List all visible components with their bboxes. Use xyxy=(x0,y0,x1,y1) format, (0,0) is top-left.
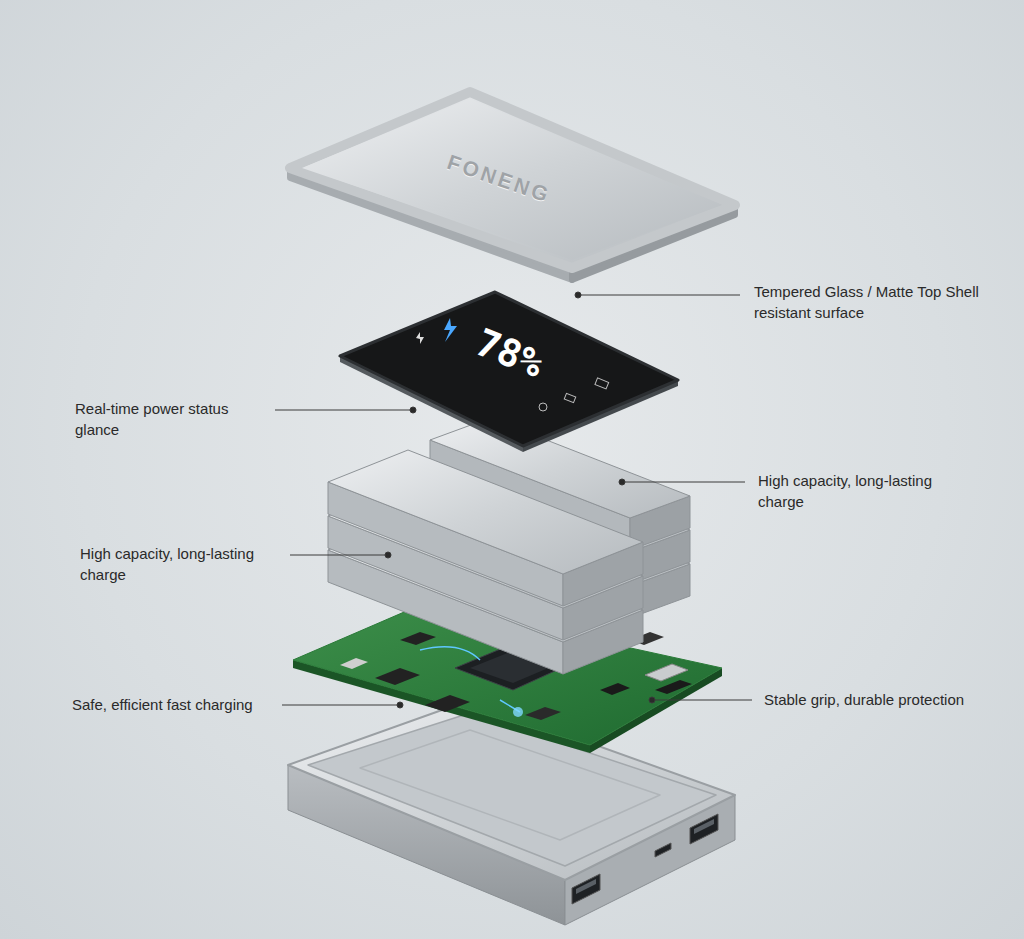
callout-text: Stable grip, durable protection xyxy=(764,689,964,710)
callout-text: High capacity, long-lasting charge xyxy=(758,470,963,512)
callout-text: Tempered Glass / Matte Top Shell resista… xyxy=(754,281,1004,323)
top-shell xyxy=(290,92,735,280)
callout-text: High capacity, long-lasting charge xyxy=(80,543,285,585)
bottom-case xyxy=(288,700,735,925)
callout-text: Real-time power status glance xyxy=(75,398,260,440)
callout-text: Safe, efficient fast charging xyxy=(72,694,253,715)
leader-lines xyxy=(275,292,752,708)
display-panel xyxy=(340,292,678,452)
battery-cells xyxy=(328,418,690,674)
